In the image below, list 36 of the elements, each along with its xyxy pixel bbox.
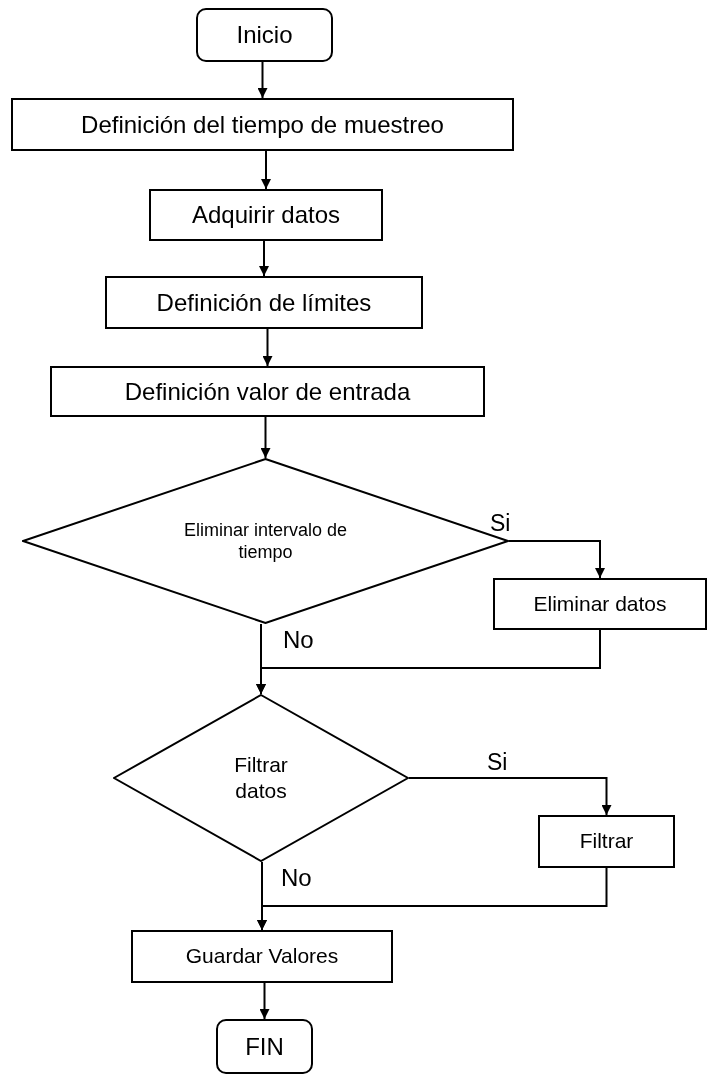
process-box [105,276,423,329]
node-label: Guardar Valores [185,943,339,970]
edge-label: Si [487,748,508,777]
arrow [259,982,270,1020]
arrow [408,777,612,816]
arrow [256,629,601,695]
edge-label: Si [490,509,511,538]
arrow [508,540,605,579]
node-label: Definición del tiempo de muestreo [81,109,444,140]
node-label: Adquirir datos [191,200,341,230]
arrow [257,867,608,931]
node-label: Filtrar [579,828,634,855]
process-box [538,815,675,868]
arrow [261,150,271,190]
node-label: Definición de límites [156,287,372,318]
edge-label: No [283,625,314,655]
node-label: Definición valor de entrada [124,376,411,407]
node-label: Eliminar intervalo de tiempo [182,518,349,564]
arrow [259,240,269,277]
decision-diamond [113,694,409,862]
edge-label: No [281,863,312,893]
process-box [50,366,485,417]
arrow [257,61,268,99]
process-box [149,189,383,241]
decision-diamond [22,458,509,624]
terminal-box [216,1019,313,1074]
process-box [493,578,707,630]
node-label: Inicio [236,20,293,50]
arrow [262,328,273,367]
process-box [131,930,393,983]
node-label: Filtrar datos [233,751,289,804]
arrow [260,416,271,459]
node-label: Eliminar datos [533,590,667,617]
process-box [11,98,514,151]
node-label: FIN [245,1031,284,1062]
terminal-box [196,8,333,62]
